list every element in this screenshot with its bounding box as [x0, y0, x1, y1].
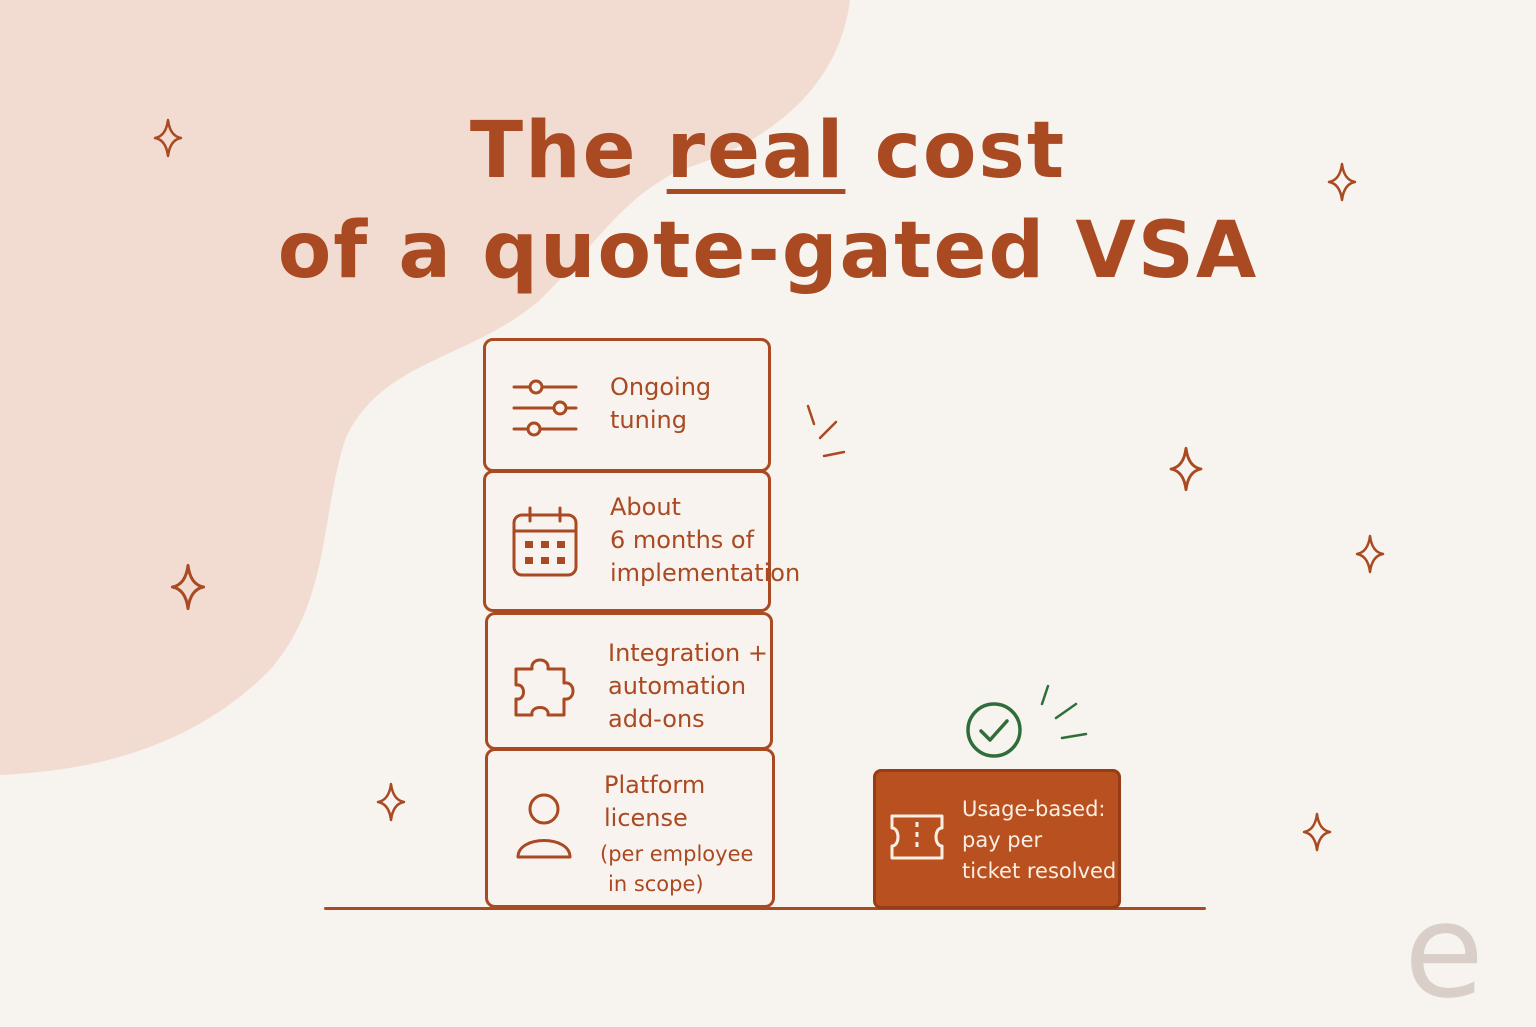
sparkle-icon [1327, 162, 1357, 202]
stack-block-ongoing-tuning: Ongoing tuning [483, 338, 771, 472]
brand-logo: e [1404, 875, 1484, 1027]
ticket-icon [890, 814, 944, 860]
usage-based-block: Usage-based: pay per ticket resolved [873, 769, 1121, 909]
check-circle-icon [966, 702, 1022, 758]
stack-block-implementation: About 6 months of implementation [483, 470, 800, 612]
ground-line [324, 907, 1206, 910]
calendar-icon [512, 506, 578, 577]
title-word-cost: cost [874, 106, 1067, 196]
title-line-1: The real cost [0, 112, 1536, 190]
puzzle-icon [514, 658, 575, 717]
motion-lines-icon [1040, 684, 1088, 740]
sparkle-icon [1169, 446, 1203, 492]
motion-lines-icon [806, 404, 846, 458]
sliders-icon [512, 379, 578, 437]
sparkle-icon [1302, 812, 1332, 852]
stack-block-integration: Integration + automation add-ons [485, 612, 773, 750]
title-line-2: of a quote-gated VSA [277, 206, 1259, 296]
stack-label: Platform license [604, 771, 706, 832]
stack-label: About 6 months of implementation [610, 493, 801, 587]
user-icon [516, 793, 572, 859]
stack-sublabel: (per employee in scope) [600, 842, 754, 896]
sparkle-icon [376, 782, 406, 822]
usage-label: Usage-based: pay per ticket resolved [962, 797, 1117, 883]
sparkle-icon [170, 563, 206, 611]
stack-label: Integration + automation add-ons [608, 639, 768, 733]
title-word-the: The [469, 106, 638, 196]
title-word-real: real [666, 106, 846, 196]
stack-block-platform-license: Platform license (per employee in scope) [485, 748, 775, 908]
sparkle-icon [1355, 534, 1385, 574]
sparkle-icon [153, 118, 183, 158]
stack-label: Ongoing tuning [610, 373, 712, 434]
